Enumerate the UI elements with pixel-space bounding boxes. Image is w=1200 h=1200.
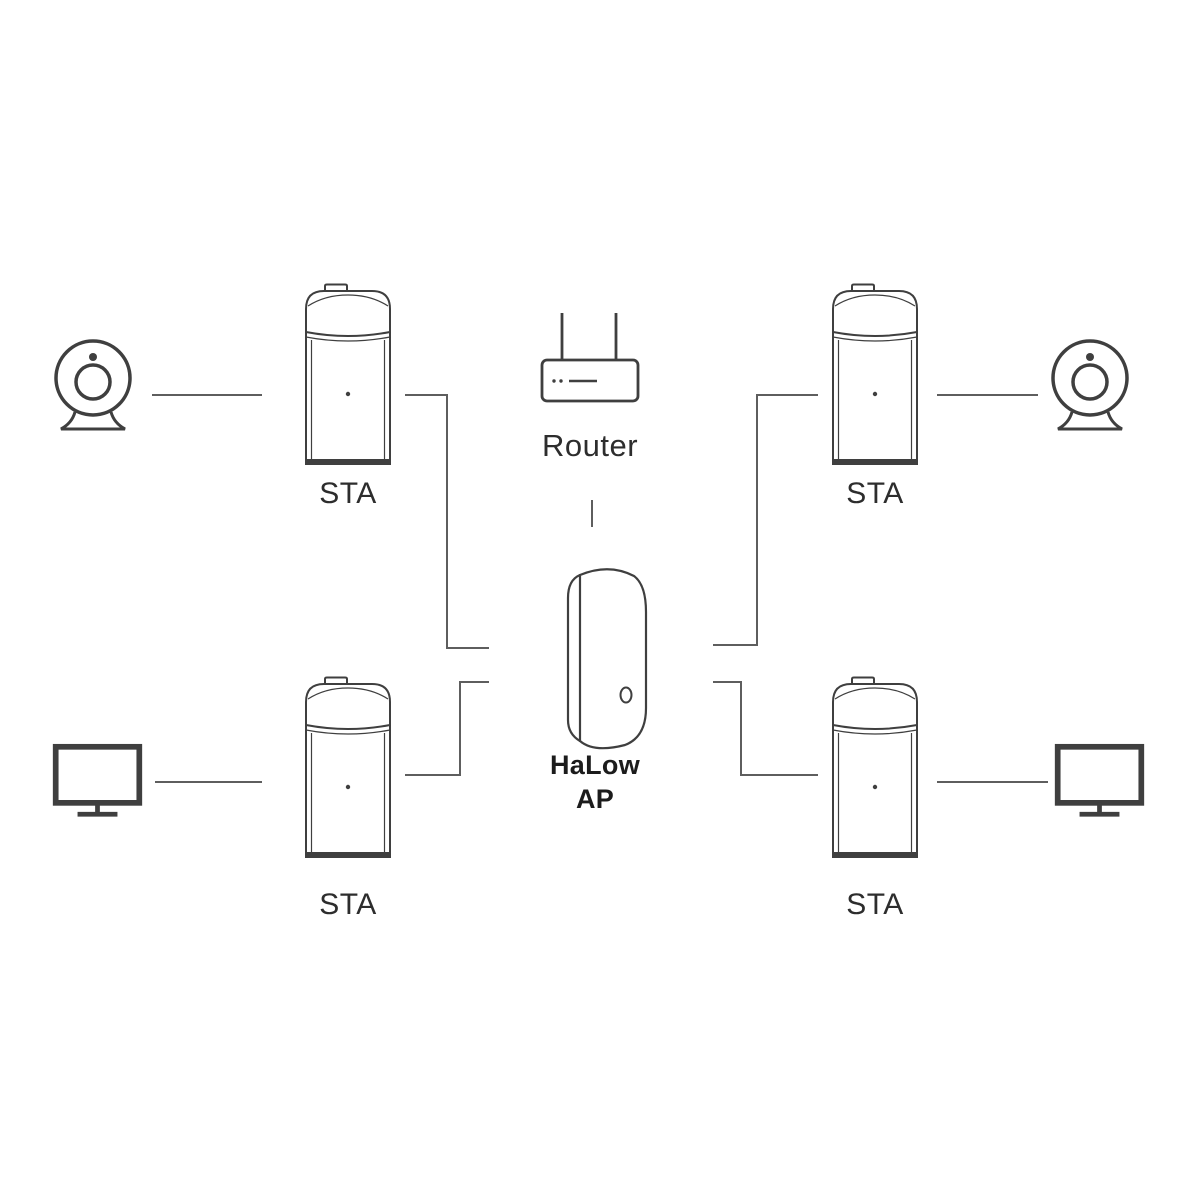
link-sta-bl-ap — [405, 681, 489, 776]
usb-dongle-icon — [305, 676, 391, 859]
usb-dongle-icon — [832, 676, 918, 859]
webcam-icon — [1051, 339, 1129, 431]
sta-top-right-label: STA — [846, 477, 904, 510]
usb-dongle-icon — [305, 283, 391, 466]
link-sta-tl-ap — [405, 394, 489, 649]
sta-top-left-label: STA — [319, 477, 377, 510]
halow-ap-label-line2: AP — [575, 784, 615, 814]
halow-ap-label-line1: HaLow — [549, 750, 641, 780]
webcam-icon — [54, 339, 132, 431]
link-sta-br-ap — [713, 681, 818, 776]
usb-dongle-icon — [832, 283, 918, 466]
monitor-icon — [56, 747, 140, 814]
halow-ap-icon — [566, 568, 648, 750]
sta-bottom-left-label: STA — [319, 888, 377, 921]
sta-bottom-right-label: STA — [846, 888, 904, 921]
monitor-icon — [1058, 747, 1142, 814]
connector-lines — [152, 394, 1048, 783]
router-icon — [540, 311, 640, 403]
router-label: Router — [541, 428, 639, 463]
link-sta-tr-ap — [713, 394, 818, 646]
